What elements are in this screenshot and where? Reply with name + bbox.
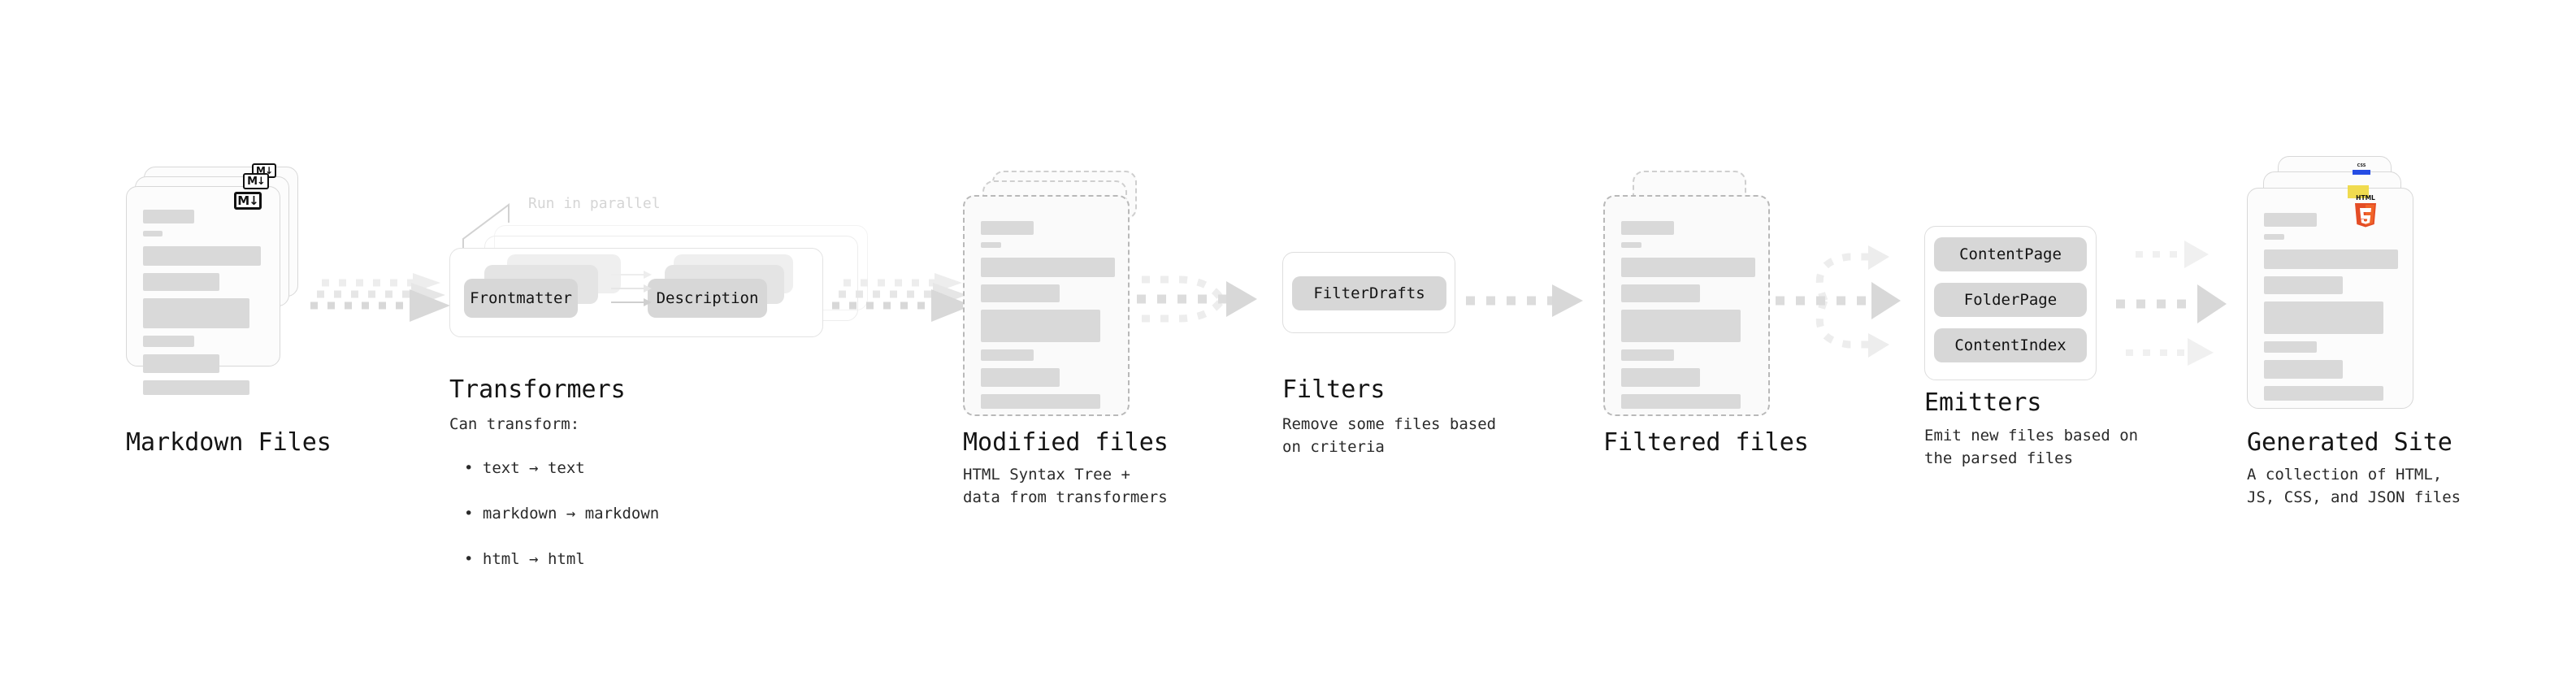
placeholder-bar: [143, 336, 194, 347]
placeholder-bar: [143, 231, 163, 236]
placeholder-bar: [2264, 249, 2398, 269]
placeholder-bar: [981, 258, 1115, 277]
emitters-title: Emitters: [1924, 388, 2042, 417]
transformers-title: Transformers: [449, 375, 626, 404]
modified-file-card-front: [963, 195, 1130, 416]
modified-files-subtitle: HTML Syntax Tree + data from transformer…: [963, 466, 1168, 506]
placeholder-bar: [1621, 394, 1741, 409]
placeholder-bar: [981, 394, 1100, 409]
filtered-file-card-front: [1603, 195, 1770, 416]
arrow-modified-to-filters: [1137, 275, 1257, 323]
css-icon-label: CSS: [2357, 163, 2366, 168]
placeholder-bar: [981, 221, 1034, 235]
placeholder-bar: [2264, 360, 2343, 379]
transformers-bullet-item: • text → text: [464, 459, 585, 477]
placeholder-bar: [1621, 368, 1700, 387]
placeholder-bar: [2264, 276, 2343, 294]
js-icon: [2348, 185, 2369, 198]
placeholder-bar: [2264, 341, 2317, 353]
placeholder-bar: [981, 349, 1034, 361]
placeholder-bar: [2264, 234, 2284, 240]
generated-placeholder-lines: [2264, 213, 2398, 408]
markdown-files-title: Markdown Files: [126, 428, 332, 457]
placeholder-bar: [981, 242, 1001, 248]
transformer-pill-description[interactable]: Description: [648, 279, 767, 318]
generated-site-subtitle: A collection of HTML, JS, CSS, and JSON …: [2247, 466, 2461, 506]
markdown-placeholder-lines: [143, 210, 261, 402]
modified-placeholder-lines: [981, 221, 1115, 416]
arrow-markdown-to-transformers: [310, 273, 450, 322]
placeholder-bar: [2264, 213, 2317, 227]
arrow-filtered-to-emitters: [1776, 245, 1901, 358]
emitter-pill-folderpage[interactable]: FolderPage: [1934, 283, 2087, 317]
arrow-transformers-to-modified: [832, 273, 972, 322]
placeholder-bar: [2264, 301, 2383, 334]
placeholder-bar: [143, 210, 194, 223]
placeholder-bar: [1621, 310, 1741, 342]
placeholder-bar: [1621, 242, 1641, 248]
css-icon: CSS: [2353, 164, 2370, 175]
emitters-subtitle: Emit new files based on the parsed files: [1924, 427, 2139, 467]
filtered-files-title: Filtered files: [1603, 428, 1809, 457]
placeholder-bar: [1621, 349, 1674, 361]
transformers-bullets: • text → text • markdown → markdown • ht…: [449, 434, 659, 593]
transformers-subtitle: Can transform:: [449, 415, 580, 433]
filters-subtitle: Remove some files based on criteria: [1282, 415, 1497, 456]
placeholder-bar: [143, 298, 249, 328]
emitter-pill-contentpage[interactable]: ContentPage: [1934, 237, 2087, 271]
placeholder-bar: [1621, 221, 1674, 235]
placeholder-bar: [1621, 284, 1700, 302]
placeholder-bar: [2264, 386, 2383, 401]
filters-title: Filters: [1282, 375, 1386, 404]
placeholder-bar: [1621, 258, 1755, 277]
arrow-emitters-to-generated: [2116, 241, 2227, 366]
modified-files-title: Modified files: [963, 428, 1169, 457]
transformer-internal-arrows: [611, 271, 652, 306]
run-in-parallel-label: Run in parallel: [528, 195, 661, 212]
html5-icon: HTML: [2352, 193, 2378, 228]
generated-file-card-html: [2247, 188, 2413, 409]
transformer-pill-frontmatter[interactable]: Frontmatter: [464, 279, 578, 318]
generated-site-title: Generated Site: [2247, 428, 2452, 457]
run-in-parallel-bracket: [462, 203, 510, 255]
arrow-filters-to-filtered: [1466, 284, 1583, 317]
filtered-placeholder-lines: [1621, 221, 1755, 416]
transformers-bullet-item: • html → html: [464, 550, 585, 568]
placeholder-bar: [143, 354, 219, 373]
placeholder-bar: [981, 284, 1060, 302]
markdown-file-card-front: [126, 186, 280, 395]
markdown-icon: M↓: [243, 173, 269, 189]
emitter-pill-contentindex[interactable]: ContentIndex: [1934, 328, 2087, 362]
placeholder-bar: [143, 380, 249, 395]
markdown-icon: M↓: [234, 192, 262, 210]
placeholder-bar: [143, 273, 219, 291]
filter-pill-filterdrafts[interactable]: FilterDrafts: [1292, 276, 1446, 310]
placeholder-bar: [981, 310, 1100, 342]
placeholder-bar: [981, 368, 1060, 387]
placeholder-bar: [143, 246, 261, 266]
transformers-bullet-item: • markdown → markdown: [464, 505, 660, 523]
svg-text:HTML: HTML: [2356, 194, 2375, 202]
